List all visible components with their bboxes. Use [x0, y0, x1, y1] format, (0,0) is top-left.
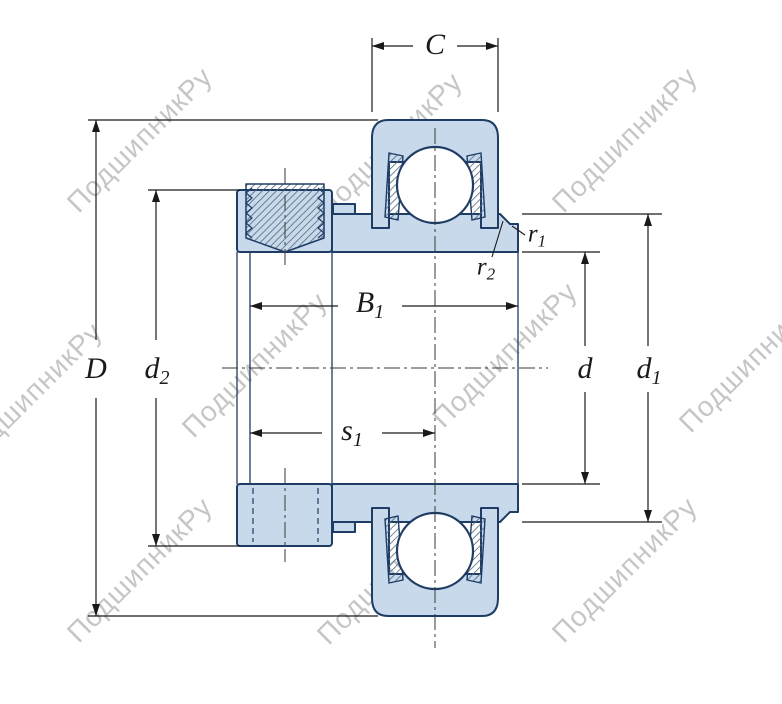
label-B1: B1	[355, 286, 384, 323]
r2-leader	[491, 220, 504, 258]
seal-lower-right	[466, 515, 486, 584]
label-C-base: C	[424, 28, 446, 61]
label-d: d	[578, 354, 593, 384]
seal-lower-left	[384, 515, 404, 584]
label-B1-base: B	[355, 286, 375, 319]
label-d1-sub: 1	[651, 367, 662, 389]
label-r2-base: r	[476, 253, 487, 281]
label-D: D	[85, 354, 107, 384]
centerlines	[222, 128, 548, 648]
seal-upper-right	[466, 152, 486, 221]
locking-collar	[236, 183, 333, 547]
label-C: C	[425, 30, 445, 60]
label-s1-sub: 1	[352, 429, 363, 451]
label-d2: d2	[144, 352, 170, 389]
seals	[384, 152, 486, 584]
seal-upper-left	[384, 152, 404, 221]
label-r2-sub: 2	[486, 264, 496, 284]
label-d1: d1	[636, 352, 662, 389]
r1-leader	[511, 225, 526, 236]
label-d2-sub: 2	[159, 367, 170, 389]
label-s1-base: s	[341, 414, 353, 447]
outer-ring	[371, 119, 499, 617]
label-s1: s1	[341, 414, 363, 451]
label-B1-sub: 1	[374, 301, 385, 323]
label-r1-sub: 1	[537, 231, 547, 251]
label-d-base: d	[577, 352, 593, 385]
label-r1-base: r	[527, 220, 538, 248]
ball-lower	[395, 511, 475, 591]
label-d2-base: d	[144, 352, 160, 385]
label-d1-base: d	[636, 352, 652, 385]
label-r1: r1	[527, 220, 546, 250]
dimension-lines	[88, 38, 662, 617]
label-D-base: D	[85, 352, 107, 385]
label-r2: r2	[476, 253, 495, 283]
